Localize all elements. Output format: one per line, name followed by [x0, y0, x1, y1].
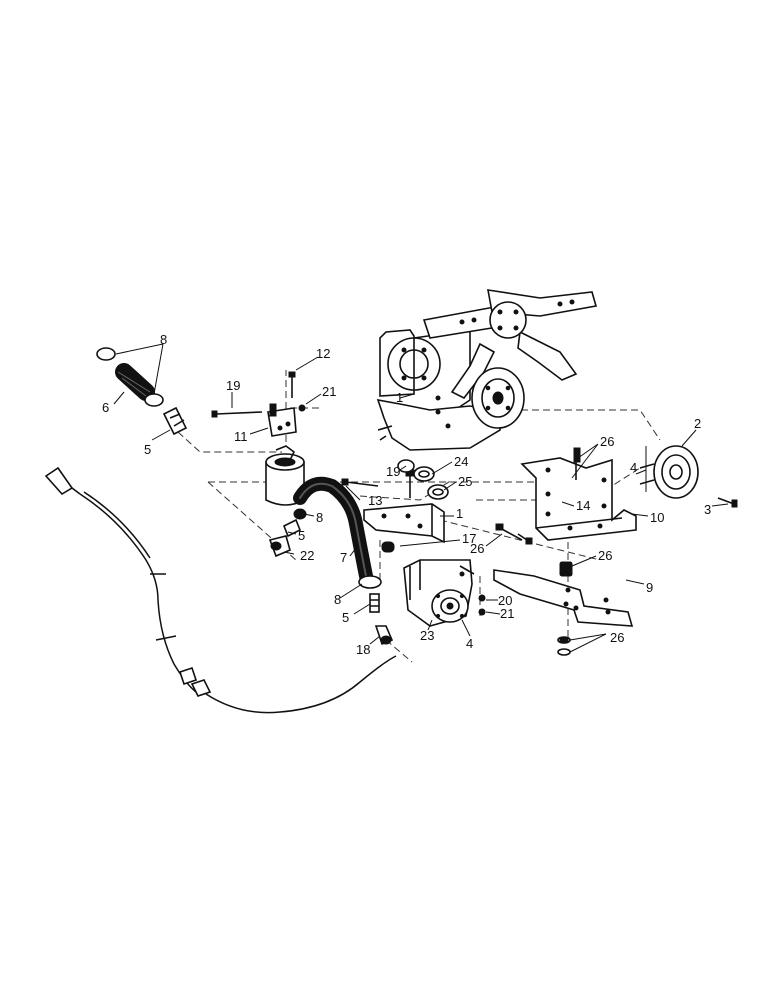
washers-26	[557, 636, 571, 656]
callout-8-top: 8	[160, 332, 167, 347]
sensor-cable	[44, 466, 397, 714]
callout-18: 18	[356, 642, 370, 657]
callout-6: 6	[102, 400, 109, 415]
callout-3: 3	[704, 502, 711, 517]
callout-14: 14	[576, 498, 590, 513]
callout-13: 13	[368, 493, 382, 508]
pulley-bolt	[717, 497, 738, 508]
hydraulic-pump	[403, 559, 475, 627]
clamp-8-top-right	[144, 393, 164, 407]
callout-1-bracket: 1	[456, 506, 463, 521]
pump-nuts	[478, 594, 486, 616]
rubber-mount	[559, 561, 573, 577]
bolt-12	[288, 371, 296, 398]
drive-pulley	[639, 445, 699, 499]
callout-5-lower: 5	[342, 610, 349, 625]
pump-bracket	[363, 469, 445, 553]
callout-19-center: 19	[386, 464, 400, 479]
leader-lines	[113, 343, 729, 653]
callout-7: 7	[340, 550, 347, 565]
callout-8-mid: 8	[316, 510, 323, 525]
callout-26-bolt: 26	[470, 541, 484, 556]
callout-24: 24	[454, 454, 468, 469]
elbow-18	[374, 625, 394, 646]
callout-8-lower: 8	[334, 592, 341, 607]
callout-11: 11	[234, 429, 248, 444]
callout-25: 25	[458, 474, 472, 489]
engine-block	[376, 329, 501, 451]
callout-22: 22	[300, 548, 314, 563]
bolt-13	[341, 478, 379, 487]
clamp-8-top	[96, 347, 116, 361]
bolt-19-left	[211, 410, 263, 418]
callout-21-pump: 21	[500, 606, 514, 621]
callout-21-top: 21	[322, 384, 336, 399]
clamp-24	[413, 466, 435, 482]
callout-4-pump: 4	[466, 636, 473, 651]
hose-6	[115, 363, 155, 401]
elbow-22	[268, 535, 291, 558]
callout-26-top: 26	[600, 434, 614, 449]
callout-5-mid: 5	[298, 528, 305, 543]
crankshaft-pulley	[471, 367, 525, 429]
fan-blades	[422, 289, 598, 400]
callout-26-mount: 26	[598, 548, 612, 563]
clamp-25	[427, 484, 449, 500]
engine-mount-bracket	[520, 447, 637, 541]
nut-21-top	[298, 404, 306, 412]
clamp-8-lower	[358, 575, 382, 589]
callout-19-left: 19	[226, 378, 240, 393]
callout-4-pulley: 4	[630, 460, 637, 475]
callout-5-upper: 5	[144, 442, 151, 457]
callout-26-bottom: 26	[610, 630, 624, 645]
callout-23: 23	[420, 628, 434, 643]
bracket-11	[267, 403, 297, 437]
callout-10: 10	[650, 510, 664, 525]
callout-numbers: 8 6 5 12 19 21 11 1 2 26 4 3 19 24 25 13…	[102, 332, 711, 657]
fitting-5-lower	[369, 593, 380, 613]
callout-9: 9	[646, 580, 653, 595]
mount-plate	[493, 569, 634, 627]
callout-17: 17	[462, 531, 476, 546]
hose-7	[293, 476, 373, 583]
mount-bolts	[495, 523, 533, 545]
callout-2: 2	[694, 416, 701, 431]
callout-1-engine: 1	[396, 390, 403, 405]
callout-12: 12	[316, 346, 330, 361]
fitting-5-upper	[162, 406, 188, 436]
callout-20: 20	[498, 593, 512, 608]
